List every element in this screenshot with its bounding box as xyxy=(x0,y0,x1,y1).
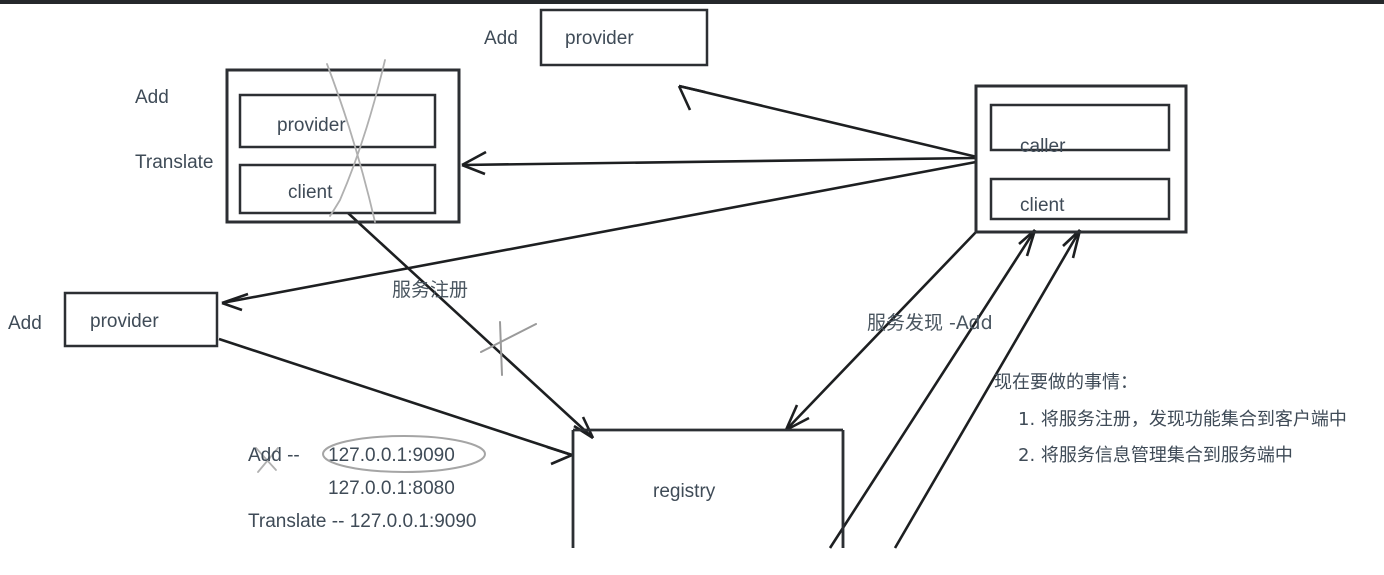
box-left-client-inner[interactable] xyxy=(238,163,437,215)
edge-top-provider-to-right-group xyxy=(677,84,978,159)
scribble-cross-left-group xyxy=(326,59,386,223)
label-service-register: 服务注册 xyxy=(392,279,468,301)
label-left-group-add: Add xyxy=(135,87,169,108)
edge-left-provider-to-registry xyxy=(218,337,573,466)
label-top-provider-add: Add xyxy=(484,28,518,49)
box-right-group[interactable]: caller client xyxy=(974,84,1188,234)
box-right-caller-inner[interactable] xyxy=(989,103,1171,152)
highlight-ellipse-9090 xyxy=(322,435,486,473)
notes-panel: 现在要做的事情： 1. 将服务注册，发现功能集合到客户端中 2. 将服务信息管理… xyxy=(994,372,1347,466)
address-block: Add -- 127.0.0.1:9090 127.0.0.1:8080 Tra… xyxy=(248,435,486,532)
box-left-client-inner-label: client xyxy=(288,182,333,203)
box-registry[interactable]: registry xyxy=(571,428,845,548)
notes-item-1: 1. 将服务注册，发现功能集合到客户端中 xyxy=(1018,409,1347,430)
box-left-provider-inner-label: provider xyxy=(277,115,346,136)
box-registry-label: registry xyxy=(653,481,716,502)
box-top-provider-label: provider xyxy=(565,28,634,49)
scribble-under-add xyxy=(255,447,279,473)
label-service-discover: 服务发现 -Add xyxy=(867,312,993,334)
page-top-frame xyxy=(0,0,1384,4)
edge-left-client-to-registry xyxy=(347,212,595,440)
box-right-client-inner[interactable] xyxy=(989,177,1171,221)
box-top-provider[interactable]: provider xyxy=(539,8,709,67)
box-left-provider[interactable]: provider xyxy=(63,291,219,348)
edge-right-group-to-left-group xyxy=(461,150,976,176)
notes-item-2: 2. 将服务信息管理集合到服务端中 xyxy=(1018,445,1293,466)
address-add-value: 127.0.0.1:9090 xyxy=(328,445,455,466)
edge-registry-to-right-client-a xyxy=(784,231,977,432)
edge-right-group-to-left-provider xyxy=(221,160,977,312)
label-left-group-translate: Translate xyxy=(135,152,214,173)
box-right-caller-label: caller xyxy=(1020,136,1066,157)
box-left-group[interactable]: provider client xyxy=(225,68,461,224)
notes-heading: 现在要做的事情： xyxy=(994,372,1138,393)
address-translate-line: Translate -- 127.0.0.1:9090 xyxy=(248,511,477,532)
label-left-provider-add: Add xyxy=(8,313,42,334)
box-left-provider-label: provider xyxy=(90,311,159,332)
scribble-cross-mark xyxy=(480,321,537,376)
box-right-client-label: client xyxy=(1020,195,1065,216)
address-second-value: 127.0.0.1:8080 xyxy=(328,478,455,499)
address-add-prefix: Add -- xyxy=(248,445,300,466)
